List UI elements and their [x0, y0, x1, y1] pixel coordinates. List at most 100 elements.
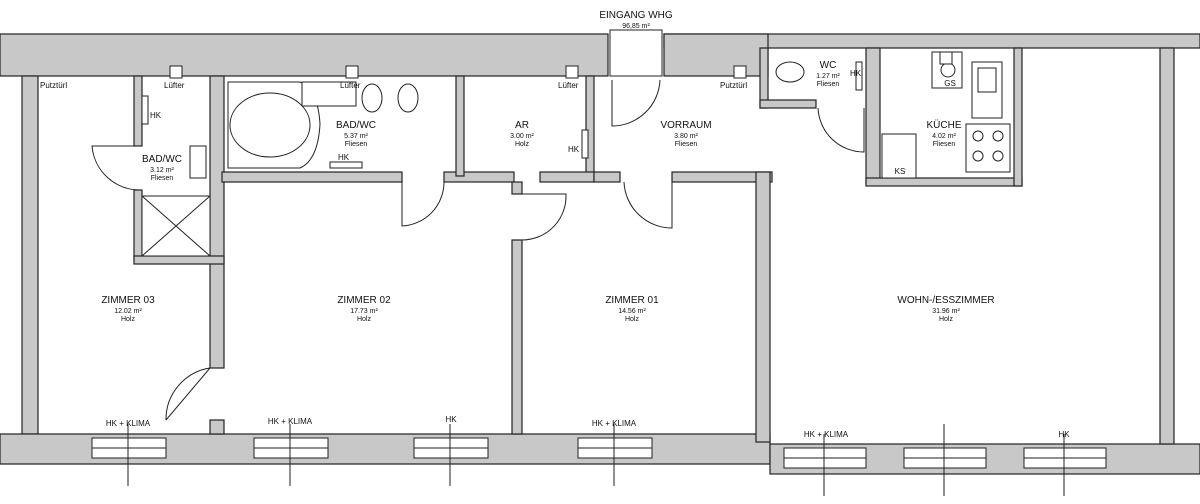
svg-text:WC: WC [820, 60, 837, 71]
svg-text:ZIMMER 02: ZIMMER 02 [337, 295, 391, 306]
radiator-markers [127, 424, 1065, 496]
labels: EINGANG WHG 96,85 m² Putztürl Putztürl L… [40, 10, 1070, 439]
putztuerl-left: Putztürl [40, 81, 67, 90]
svg-text:3.80 m²: 3.80 m² [674, 133, 698, 140]
room-zimmer-01: ZIMMER 01 14.56 m² Holz [605, 295, 659, 323]
burner-1 [972, 130, 984, 142]
room-wc: WC 1.27 m² Fliesen [816, 60, 840, 88]
room-bad-wc: BAD/WC 5.37 m² Fliesen [336, 120, 376, 148]
windows [91, 424, 1107, 496]
wall-bad-small-left [133, 75, 143, 147]
hk-klima-zimmer-02: HK + KLIMA [268, 417, 313, 426]
wall-ar-bottom [539, 171, 595, 183]
wc-heater [855, 61, 863, 91]
wall-top-left [0, 33, 609, 77]
svg-text:Holz: Holz [625, 316, 640, 323]
wall-bad-small-left2 [133, 189, 143, 261]
door-entrance [611, 79, 661, 127]
wall-vorraum-bottom2 [671, 171, 773, 183]
luefter-bad: Lüfter [340, 81, 361, 90]
wall-top-mid [663, 33, 769, 77]
wall-kitchen-right [1013, 47, 1023, 187]
sink-bad-small [189, 145, 207, 179]
vent-vorraum [733, 65, 747, 79]
vent-kitchen [939, 51, 953, 65]
svg-text:Fliesen: Fliesen [675, 141, 698, 148]
gas-meter [940, 62, 956, 78]
wall-part-1b [209, 419, 225, 435]
room-vorraum: VORRAUM 3.80 m² Fliesen [660, 120, 711, 148]
kitchen-sink-basin [977, 67, 997, 93]
wall-part-2b [511, 181, 523, 195]
bathtub-inner [229, 92, 311, 158]
svg-text:Fliesen: Fliesen [817, 81, 840, 88]
svg-text:4.02 m²: 4.02 m² [932, 133, 956, 140]
vent-bad [345, 65, 359, 79]
svg-text:Holz: Holz [939, 316, 954, 323]
doors [91, 79, 865, 421]
wall-part-2 [511, 239, 523, 435]
hk-zimmer-02b: HK [445, 415, 457, 424]
svg-text:31.96 m²: 31.96 m² [932, 308, 960, 315]
wall-wc-right [865, 47, 881, 185]
svg-text:1.27 m²: 1.27 m² [816, 73, 840, 80]
svg-text:Holz: Holz [121, 316, 136, 323]
kitchen-stove [965, 123, 1011, 173]
wall-left-inner [21, 75, 39, 435]
fridge [881, 133, 917, 179]
svg-text:ZIMMER 03: ZIMMER 03 [101, 295, 155, 306]
door-zimmer-03 [165, 367, 211, 421]
entrance-area: 96,85 m² [622, 23, 650, 30]
svg-text:Fliesen: Fliesen [933, 141, 956, 148]
svg-text:WOHN-/ESSZIMMER: WOHN-/ESSZIMMER [897, 295, 994, 306]
svg-text:ZIMMER 01: ZIMMER 01 [605, 295, 659, 306]
room-bad-wc-small: BAD/WC 3.12 m² Fliesen [142, 154, 182, 182]
door-wc [817, 107, 865, 153]
burner-2 [992, 130, 1004, 142]
window-inner-lines [92, 447, 1106, 459]
svg-text:3.00 m²: 3.00 m² [510, 133, 534, 140]
wall-ar-left [455, 75, 465, 177]
putztuerl-right: Putztürl [720, 81, 747, 90]
hk-wohn: HK [1058, 430, 1070, 439]
fixtures [141, 51, 1011, 257]
wall-wc-left [759, 47, 769, 109]
vent-bad-small [169, 65, 183, 79]
hk-bad: HK [338, 153, 350, 162]
wall-right [1159, 47, 1175, 445]
svg-text:KÜCHE: KÜCHE [926, 119, 961, 131]
hk-klima-zimmer-03: HK + KLIMA [106, 419, 151, 428]
burner-4 [992, 150, 1004, 162]
wall-part-3 [755, 171, 771, 443]
ks-label: KS [895, 167, 906, 176]
ar-heater [581, 129, 589, 159]
door-vorraum [623, 181, 673, 229]
svg-text:12.02 m²: 12.02 m² [114, 308, 142, 315]
room-kueche: KÜCHE 4.02 m² Fliesen [926, 119, 961, 148]
svg-text:Fliesen: Fliesen [345, 141, 368, 148]
hk-klima-zimmer-01: HK + KLIMA [592, 419, 637, 428]
hk-klima-wohn: HK + KLIMA [804, 430, 849, 439]
wall-vorraum-bottom [593, 171, 621, 183]
wall-bad-small-bottom [133, 255, 225, 265]
svg-text:Holz: Holz [515, 141, 530, 148]
wall-ar-right [585, 75, 595, 177]
door-bad-small [91, 145, 141, 191]
bidet-bad [397, 83, 419, 113]
burner-3 [972, 150, 984, 162]
svg-text:BAD/WC: BAD/WC [142, 154, 182, 165]
wall-wc-bottom [759, 99, 817, 109]
shower-diagonals [141, 195, 211, 257]
sink-bad [301, 81, 357, 107]
svg-text:AR: AR [515, 120, 529, 131]
hk-bad-small: HK [150, 111, 162, 120]
door-zimmer-02 [401, 181, 445, 227]
svg-text:3.12 m²: 3.12 m² [150, 167, 174, 174]
entrance-label: EINGANG WHG [599, 10, 673, 21]
hk-ar: HK [568, 145, 580, 154]
room-zimmer-03: ZIMMER 03 12.02 m² Holz [101, 295, 155, 323]
svg-text:5.37 m²: 5.37 m² [344, 133, 368, 140]
wall-bad-bottom2 [443, 171, 515, 183]
svg-text:BAD/WC: BAD/WC [336, 120, 376, 131]
